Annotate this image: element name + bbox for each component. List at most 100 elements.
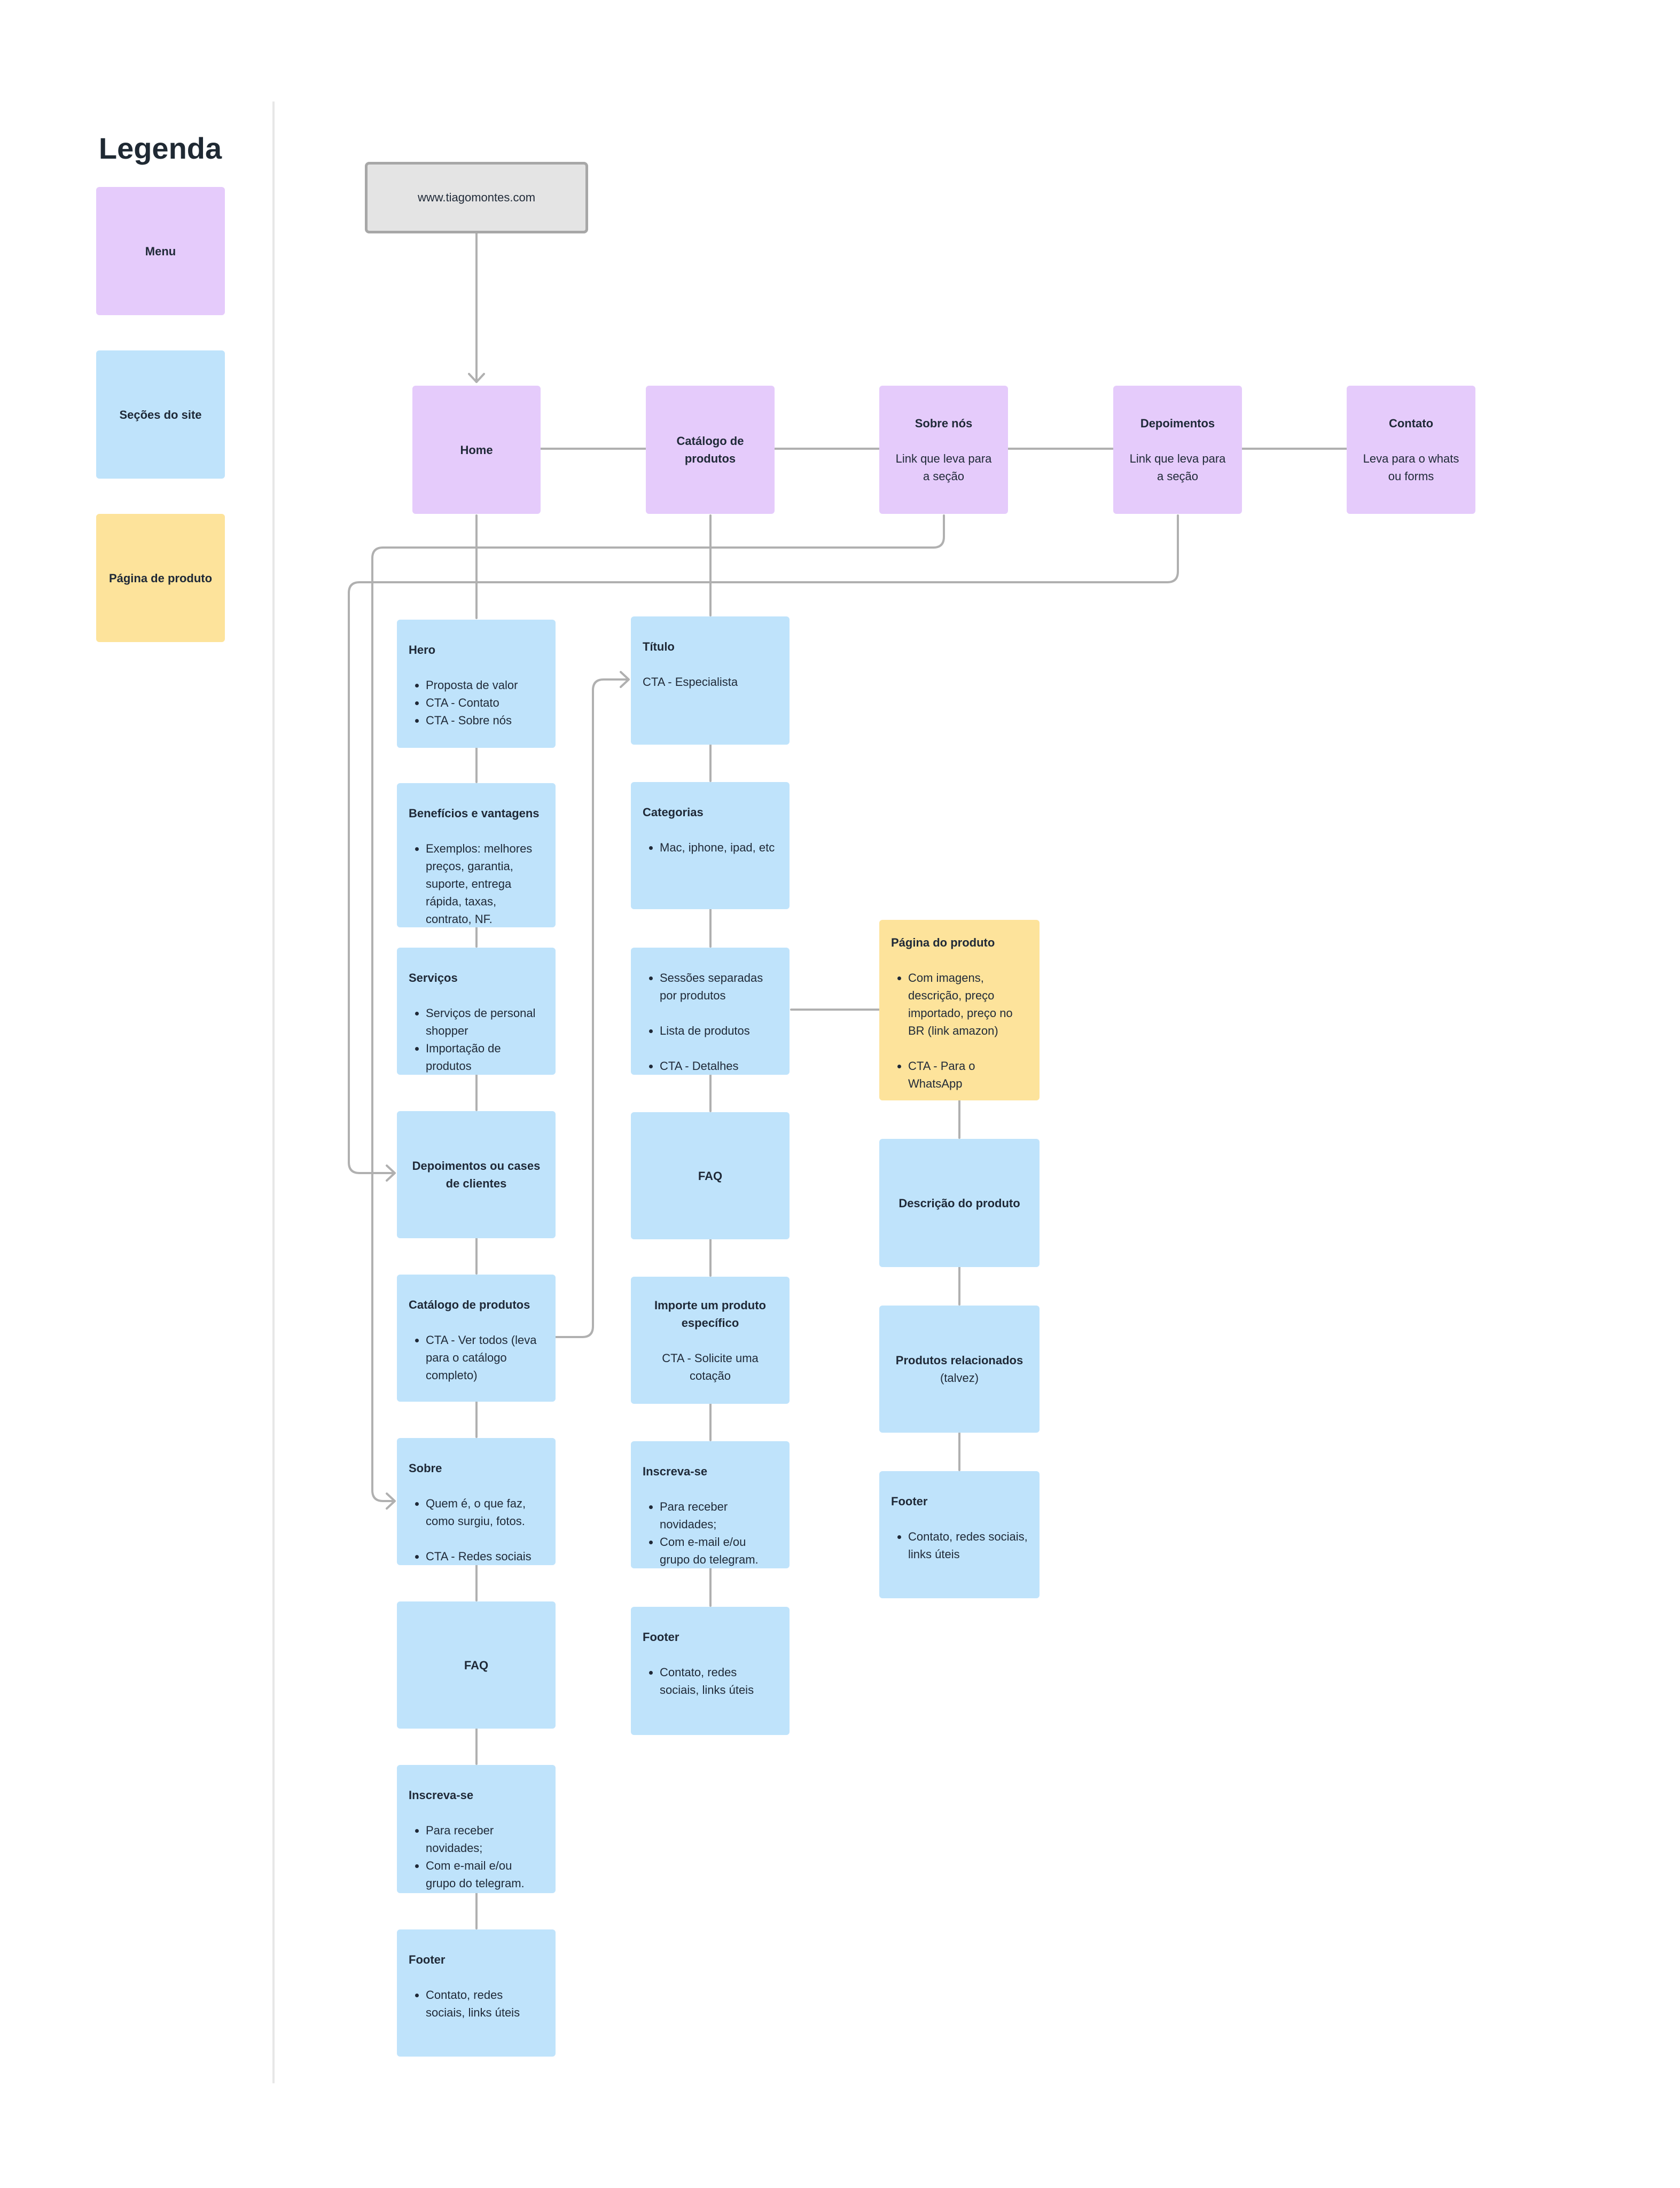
menu-home-title: Home xyxy=(460,443,493,457)
menu-contato[interactable]: Contato Leva para o whats ou forms xyxy=(1347,386,1475,514)
catalog-inscreva-title: Inscreva-se xyxy=(643,1465,708,1478)
list-item: CTA - Para o WhatsApp xyxy=(908,1057,1028,1092)
list-item: Importação de produtos xyxy=(426,1040,544,1075)
list-item: Para receber novidades; xyxy=(660,1498,778,1533)
home-section-catalogo[interactable]: Catálogo de produtos CTA - Ver todos (le… xyxy=(397,1275,556,1402)
list-item: Mac, iphone, ipad, etc xyxy=(660,839,778,856)
list-item: Quem é, o que faz, como surgiu, fotos. xyxy=(426,1495,544,1530)
list-item: Exemplos: melhores preços, garantia, sup… xyxy=(426,840,544,928)
product-footer-list: Contato, redes sociais, links úteis xyxy=(891,1528,1028,1563)
list-item: Contato, redes sociais, links úteis xyxy=(426,1986,544,2021)
arrowhead-title xyxy=(620,671,630,688)
home-section-servicos[interactable]: Serviços Serviços de personal shopper Im… xyxy=(397,948,556,1075)
menu-sobre-nos-body: Link que leva para a seção xyxy=(895,452,992,483)
list-item: CTA - Sobre nós xyxy=(426,712,544,729)
list-item: Para receber novidades; xyxy=(426,1822,544,1857)
home-inscreva-title: Inscreva-se xyxy=(409,1788,474,1802)
legend-product-swatch: Página de produto xyxy=(96,514,225,642)
home-hero-list: Proposta de valor CTA - Contato CTA - So… xyxy=(409,676,544,729)
home-section-hero[interactable]: Hero Proposta de valor CTA - Contato CTA… xyxy=(397,620,556,748)
list-item: Com imagens, descrição, preço importado,… xyxy=(908,969,1028,1040)
list-item: Lista de produtos xyxy=(660,1022,778,1040)
menu-catalogo[interactable]: Catálogo de produtos xyxy=(646,386,775,514)
legend-divider xyxy=(272,101,275,2083)
arrowhead-sobre xyxy=(386,1492,396,1510)
product-section-footer[interactable]: Footer Contato, redes sociais, links úte… xyxy=(879,1471,1040,1598)
home-section-beneficios[interactable]: Benefícios e vantagens Exemplos: melhore… xyxy=(397,783,556,927)
home-section-depoimentos[interactable]: Depoimentos ou cases de clientes xyxy=(397,1111,556,1238)
legend-menu-label: Menu xyxy=(145,244,176,258)
catalog-footer-list: Contato, redes sociais, links úteis xyxy=(643,1663,778,1699)
product-relacionados-title: Produtos relacionados xyxy=(895,1354,1023,1367)
root-url-node[interactable]: www.tiagomontes.com xyxy=(365,162,588,233)
product-relacionados-body: (talvez) xyxy=(940,1371,979,1385)
product-section-descricao[interactable]: Descrição do produto xyxy=(879,1139,1040,1267)
catalog-section-importe[interactable]: Importe um produto específico CTA - Soli… xyxy=(631,1277,790,1404)
home-sobre-list: Quem é, o que faz, como surgiu, fotos. C… xyxy=(409,1495,544,1565)
catalog-categorias-list: Mac, iphone, ipad, etc xyxy=(643,839,778,856)
home-section-sobre[interactable]: Sobre Quem é, o que faz, como surgiu, fo… xyxy=(397,1438,556,1565)
catalog-titulo-title: Título xyxy=(643,640,675,653)
menu-contato-title: Contato xyxy=(1388,417,1434,430)
menu-sobre-nos[interactable]: Sobre nós Link que leva para a seção xyxy=(879,386,1008,514)
catalog-section-sessoes[interactable]: Sessões separadas por produtos Lista de … xyxy=(631,948,790,1075)
product-pagina-title: Página do produto xyxy=(891,936,995,949)
list-item: CTA - Detalhes xyxy=(660,1057,778,1075)
list-item: Com e-mail e/ou grupo do telegram. xyxy=(660,1533,778,1568)
product-section-pagina[interactable]: Página do produto Com imagens, descrição… xyxy=(879,920,1040,1100)
catalog-section-inscreva[interactable]: Inscreva-se Para receber novidades; Com … xyxy=(631,1441,790,1568)
list-item: CTA - Redes sociais xyxy=(426,1548,544,1565)
product-pagina-list: Com imagens, descrição, preço importado,… xyxy=(891,969,1028,1092)
home-section-inscreva[interactable]: Inscreva-se Para receber novidades; Com … xyxy=(397,1765,556,1893)
home-inscreva-list: Para receber novidades; Com e-mail e/ou … xyxy=(409,1822,544,1892)
menu-depoimentos[interactable]: Depoimentos Link que leva para a seção xyxy=(1113,386,1242,514)
legend-title: Legenda xyxy=(98,131,222,165)
catalog-section-faq[interactable]: FAQ xyxy=(631,1112,790,1239)
home-sobre-title: Sobre xyxy=(409,1462,442,1475)
list-item: Serviços de personal shopper xyxy=(426,1004,544,1040)
catalog-inscreva-list: Para receber novidades; Com e-mail e/ou … xyxy=(643,1498,778,1568)
menu-contato-body: Leva para o whats ou forms xyxy=(1363,452,1459,483)
product-section-relacionados[interactable]: Produtos relacionados (talvez) xyxy=(879,1306,1040,1433)
root-url-label: www.tiagomontes.com xyxy=(417,191,536,204)
product-descricao-title: Descrição do produto xyxy=(898,1196,1020,1210)
home-catalogo-title: Catálogo de produtos xyxy=(409,1298,530,1311)
home-servicos-title: Serviços xyxy=(409,971,458,984)
menu-sobre-nos-title: Sobre nós xyxy=(915,417,973,430)
catalog-importe-title: Importe um produto específico xyxy=(654,1298,766,1330)
legend-menu-swatch: Menu xyxy=(96,187,225,315)
connector-catalog-to-title xyxy=(554,678,629,1338)
connector-sobre-nos xyxy=(371,514,945,1502)
catalog-sessoes-list: Sessões separadas por produtos Lista de … xyxy=(643,969,778,1075)
product-footer-title: Footer xyxy=(891,1495,928,1508)
catalog-section-footer[interactable]: Footer Contato, redes sociais, links úte… xyxy=(631,1607,790,1735)
catalog-faq-title: FAQ xyxy=(698,1169,723,1183)
legend-sections-label: Seções do site xyxy=(119,408,202,421)
menu-catalogo-title: Catálogo de produtos xyxy=(676,434,744,465)
home-section-footer[interactable]: Footer Contato, redes sociais, links úte… xyxy=(397,1929,556,2057)
catalog-categorias-title: Categorias xyxy=(643,806,704,819)
catalog-section-categorias[interactable]: Categorias Mac, iphone, ipad, etc xyxy=(631,782,790,909)
list-item: Contato, redes sociais, links úteis xyxy=(908,1528,1028,1563)
list-item: Proposta de valor xyxy=(426,676,544,694)
menu-home[interactable]: Home xyxy=(412,386,541,514)
home-depoimentos-title: Depoimentos ou cases de clientes xyxy=(412,1159,541,1190)
home-beneficios-list: Exemplos: melhores preços, garantia, sup… xyxy=(409,840,544,928)
home-beneficios-title: Benefícios e vantagens xyxy=(409,807,540,820)
list-item: Contato, redes sociais, links úteis xyxy=(660,1663,778,1699)
home-catalogo-list: CTA - Ver todos (leva para o catálogo co… xyxy=(409,1331,544,1384)
list-item: Sessões separadas por produtos xyxy=(660,969,778,1004)
arrowhead-home xyxy=(468,373,485,383)
list-item: CTA - Ver todos (leva para o catálogo co… xyxy=(426,1331,544,1384)
home-section-faq[interactable]: FAQ xyxy=(397,1601,556,1729)
catalog-titulo-body: CTA - Especialista xyxy=(643,675,738,689)
catalog-footer-title: Footer xyxy=(643,1630,679,1644)
arrowhead-depoimentos xyxy=(386,1165,396,1182)
home-faq-title: FAQ xyxy=(464,1658,489,1672)
list-item: Com e-mail e/ou grupo do telegram. xyxy=(426,1857,544,1892)
home-footer-title: Footer xyxy=(409,1953,446,1966)
menu-depoimentos-body: Link que leva para a seção xyxy=(1129,452,1226,483)
catalog-section-titulo[interactable]: Título CTA - Especialista xyxy=(631,616,790,745)
legend-sections-swatch: Seções do site xyxy=(96,350,225,479)
